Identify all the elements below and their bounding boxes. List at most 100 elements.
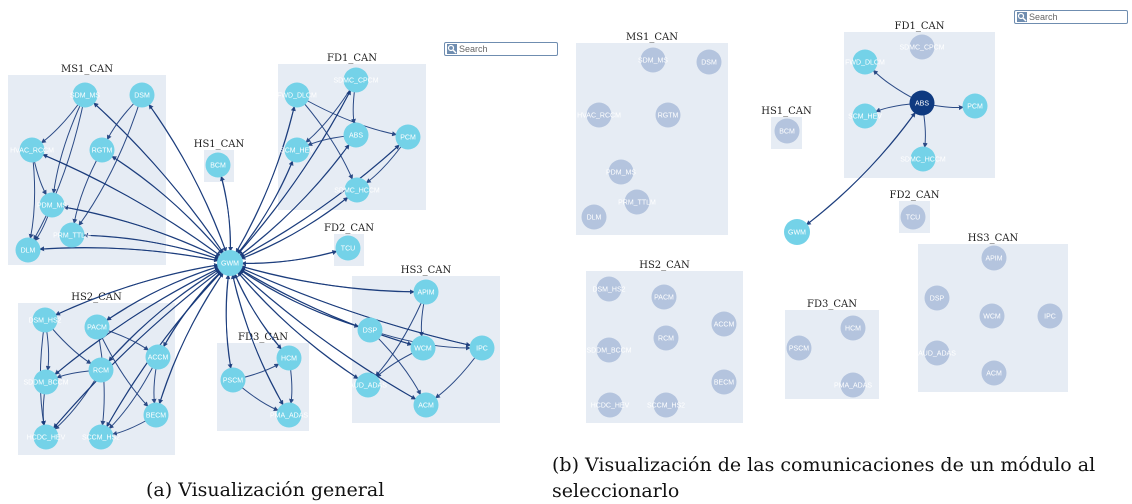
search-field-a[interactable]: Search <box>444 42 558 56</box>
node-pscm[interactable]: PSCM <box>786 335 812 361</box>
search-icon <box>1017 12 1027 22</box>
node-becm[interactable]: BECM <box>143 402 169 428</box>
node-dsm[interactable]: DSM <box>696 49 722 75</box>
node-prm-ttlm[interactable]: PRM_TTLM <box>618 189 656 215</box>
edge <box>54 262 231 375</box>
node-dlm[interactable]: DLM <box>15 237 41 263</box>
node-fwd-dlcm[interactable]: FWD_DLCM <box>277 82 317 108</box>
edge <box>229 262 415 295</box>
node-pacm[interactable]: PACM <box>651 284 677 310</box>
node-prm-ttlm[interactable]: PRM_TTLM <box>53 222 91 248</box>
node-sddm-bccm[interactable]: SDDM_BCCM <box>586 337 632 363</box>
node-pdm-ms[interactable]: PDM_MS <box>606 159 636 185</box>
node-accm[interactable]: ACCM <box>711 311 737 337</box>
node-rgtm[interactable]: RGTM <box>89 137 115 163</box>
edge <box>63 205 231 264</box>
node-label: PSCM <box>789 346 809 353</box>
node-label: APIM <box>985 256 1002 263</box>
group-label-ms1-can: MS1_CAN <box>61 64 113 75</box>
node-sdm-ms[interactable]: SDM_MS <box>638 47 668 73</box>
edge <box>229 160 294 264</box>
edge <box>229 262 417 400</box>
node-gwm[interactable]: GWM <box>217 250 243 276</box>
node-acm[interactable]: ACM <box>981 360 1007 386</box>
node-rgtm[interactable]: RGTM <box>655 102 681 128</box>
node-label: WCM <box>414 346 432 353</box>
node-dsp[interactable]: DSP <box>357 317 383 343</box>
edge <box>296 94 398 137</box>
node-sdmc-cpcm[interactable]: SDMC_CPCM <box>899 34 945 60</box>
node-sccm-hs2[interactable]: SCCM_HS2 <box>82 424 120 450</box>
node-scm-hev[interactable]: SCM_HEV <box>280 137 314 163</box>
node-scm-hev[interactable]: SCM_HEV <box>848 103 882 129</box>
node-label: WCM <box>983 314 1001 321</box>
node-accm[interactable]: ACCM <box>145 344 171 370</box>
node-label: PACM <box>87 325 107 332</box>
node-pma-adas[interactable]: PMA_ADAS <box>270 402 308 428</box>
node-ipc[interactable]: IPC <box>469 335 495 361</box>
node-sdm-ms[interactable]: SDM_MS <box>70 82 100 108</box>
node-dsm[interactable]: DSM <box>129 82 155 108</box>
node-sccm-hs2[interactable]: SCCM_HS2 <box>647 392 685 418</box>
group-label-fd3-can: FD3_CAN <box>238 332 288 343</box>
node-aud-adas[interactable]: AUD_ADAS <box>918 340 956 366</box>
node-sddm-bccm[interactable]: SDDM_BCCM <box>23 369 69 395</box>
node-hcdc-hev[interactable]: HCDC_HEV <box>591 392 630 418</box>
node-dlm[interactable]: DLM <box>581 204 607 230</box>
node-pma-adas[interactable]: PMA_ADAS <box>834 372 872 398</box>
node-wcm[interactable]: WCM <box>979 303 1005 329</box>
group-label-fd2-can: FD2_CAN <box>324 223 374 234</box>
node-label: GWM <box>788 230 806 237</box>
node-label: DSM <box>701 60 717 67</box>
node-rcm[interactable]: RCM <box>88 357 114 383</box>
node-hvac-rccm[interactable]: HVAC_RCCM <box>577 102 621 128</box>
node-sdmc-cpcm[interactable]: SDMC_CPCM <box>333 67 379 93</box>
search-field-b[interactable]: Search <box>1014 10 1128 24</box>
edge <box>229 144 400 264</box>
node-label: SDM_MS <box>638 58 668 65</box>
edge <box>158 262 231 405</box>
caption-a: (a) Visualización general <box>146 479 385 501</box>
node-hcm[interactable]: HCM <box>276 345 302 371</box>
node-bcm[interactable]: BCM <box>205 152 231 178</box>
node-becm[interactable]: BECM <box>711 369 737 395</box>
node-fwd-dlcm[interactable]: FWD_DLCM <box>845 49 885 75</box>
search-icon <box>447 44 457 54</box>
node-dsp[interactable]: DSP <box>924 285 950 311</box>
node-apim[interactable]: APIM <box>413 279 439 305</box>
node-label: SCM_HEV <box>848 114 882 121</box>
node-pacm[interactable]: PACM <box>84 314 110 340</box>
node-tcu[interactable]: TCU <box>900 204 926 230</box>
node-sdmc-hccm[interactable]: SDMC_HCCM <box>334 177 380 203</box>
node-hcdc-hev[interactable]: HCDC_HEV <box>27 424 66 450</box>
node-apim[interactable]: APIM <box>981 245 1007 271</box>
node-bcm[interactable]: BCM <box>774 118 800 144</box>
node-aud-adas[interactable]: AUD_ADAS <box>349 372 387 398</box>
node-label: SDM_MS <box>70 93 100 100</box>
node-abs[interactable]: ABS <box>343 122 369 148</box>
group-label-fd1-can: FD1_CAN <box>327 53 377 64</box>
node-gwm[interactable]: GWM <box>784 219 810 245</box>
node-ipc[interactable]: IPC <box>1037 303 1063 329</box>
node-abs[interactable]: ABS <box>909 90 935 116</box>
node-sdmc-hccm[interactable]: SDMC_HCCM <box>900 146 946 172</box>
node-pcm[interactable]: PCM <box>395 124 421 150</box>
node-pcm[interactable]: PCM <box>962 93 988 119</box>
edge <box>108 262 231 362</box>
node-tcu[interactable]: TCU <box>335 235 361 261</box>
node-pdm-ms[interactable]: PDM_MS <box>37 192 67 218</box>
node-dsm-hs2[interactable]: DSM_HS2 <box>28 307 62 333</box>
panel-general-view: MS1_CANHS1_CANFD1_CANFD2_CANHS3_CANHS2_C… <box>8 53 500 455</box>
node-label: RGTM <box>92 148 113 155</box>
node-acm[interactable]: ACM <box>413 392 439 418</box>
node-rcm[interactable]: RCM <box>653 325 679 351</box>
edge <box>229 144 350 264</box>
group-label-fd3-can: FD3_CAN <box>807 299 857 310</box>
node-hvac-rccm[interactable]: HVAC_RCCM <box>10 137 54 163</box>
node-pscm[interactable]: PSCM <box>220 367 246 393</box>
node-wcm[interactable]: WCM <box>410 335 436 361</box>
group-label-hs3-can: HS3_CAN <box>401 265 452 276</box>
node-dsm-hs2[interactable]: DSM_HS2 <box>592 276 626 302</box>
node-hcm[interactable]: HCM <box>840 315 866 341</box>
